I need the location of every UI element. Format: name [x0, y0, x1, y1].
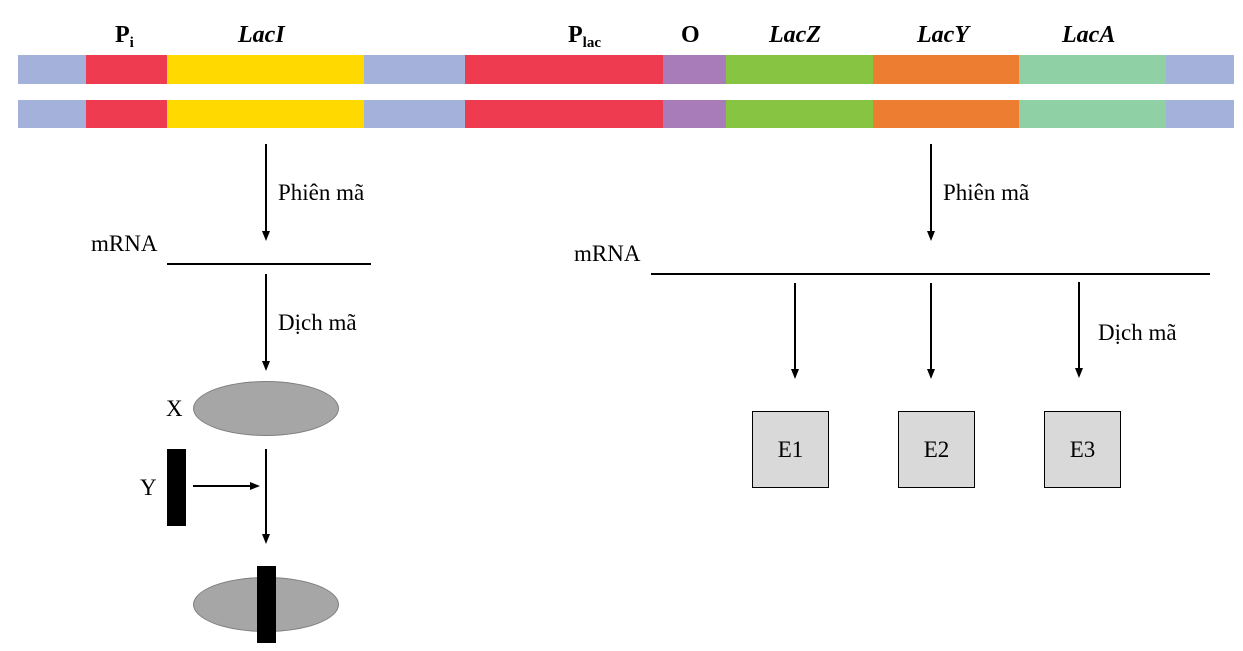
label-operator: O: [681, 22, 700, 48]
arrowhead-translation-left: [262, 361, 270, 371]
dna-segment-promoter-plac: [465, 55, 663, 84]
arrow-y-binding: [193, 485, 253, 487]
dna-segment-spacer-middle: [364, 100, 465, 128]
arrowhead-y-binding: [250, 482, 260, 490]
label-gene-lacy: LacY: [917, 22, 969, 48]
arrow-complex-formation: [265, 449, 267, 535]
dna-segment-operator-o: [663, 100, 726, 128]
label-promoter-plac: Plac: [568, 22, 601, 51]
dna-segment-gene-laci: [167, 100, 364, 128]
arrowhead-translation-e2: [927, 369, 935, 379]
dna-segment-promoter-pi: [86, 100, 167, 128]
dna-segment-gene-laci: [167, 55, 364, 84]
arrow-translation-e2: [930, 283, 932, 370]
label-transcription-left: Phiên mã: [278, 180, 365, 205]
arrowhead-transcription-left: [262, 231, 270, 241]
arrowhead-translation-e3: [1075, 368, 1083, 378]
label-translation-right: Dịch mã: [1098, 320, 1177, 345]
label-translation-left: Dịch mã: [278, 310, 357, 335]
enzyme-e3-box: E3: [1044, 411, 1121, 488]
arrowhead-transcription-right: [927, 231, 935, 241]
mrna-line-right: [651, 273, 1210, 275]
label-protein-x: X: [166, 396, 183, 421]
arrowhead-complex-formation: [262, 534, 270, 544]
complex-xy-bar: [257, 566, 276, 643]
mrna-line-left: [167, 263, 371, 265]
protein-x-ellipse: [193, 381, 339, 436]
dna-segment-spacer-middle: [364, 55, 465, 84]
dna-segment-spacer-right: [1166, 55, 1234, 84]
dna-segment-spacer-right: [1166, 100, 1234, 128]
enzyme-e1-box: E1: [752, 411, 829, 488]
dna-segment-promoter-pi: [86, 55, 167, 84]
dna-segment-gene-lacy: [873, 55, 1019, 84]
arrow-translation-e1: [794, 283, 796, 370]
label-gene-laca: LacA: [1062, 22, 1116, 48]
arrowhead-translation-e1: [791, 369, 799, 379]
arrow-transcription-left: [265, 144, 267, 232]
dna-segment-gene-laca: [1019, 55, 1166, 84]
label-mrna-left: mRNA: [91, 231, 158, 256]
dna-segment-gene-lacy: [873, 100, 1019, 128]
dna-segment-operator-o: [663, 55, 726, 84]
label-promoter-pi: Pi: [115, 22, 134, 51]
dna-segment-spacer-left: [18, 100, 86, 128]
dna-segment-gene-laca: [1019, 100, 1166, 128]
label-mrna-right: mRNA: [574, 241, 641, 266]
molecule-y-bar: [167, 449, 186, 526]
label-gene-laci: LacI: [238, 22, 285, 48]
dna-segment-promoter-plac: [465, 100, 663, 128]
enzyme-e2-box: E2: [898, 411, 975, 488]
dna-segment-spacer-left: [18, 55, 86, 84]
label-molecule-y: Y: [140, 475, 157, 500]
dna-segment-gene-lacz: [726, 100, 873, 128]
arrow-translation-e3: [1078, 282, 1080, 369]
arrow-translation-left: [265, 274, 267, 362]
dna-segment-gene-lacz: [726, 55, 873, 84]
label-gene-lacz: LacZ: [769, 22, 821, 48]
label-transcription-right: Phiên mã: [943, 180, 1030, 205]
arrow-transcription-right: [930, 144, 932, 232]
